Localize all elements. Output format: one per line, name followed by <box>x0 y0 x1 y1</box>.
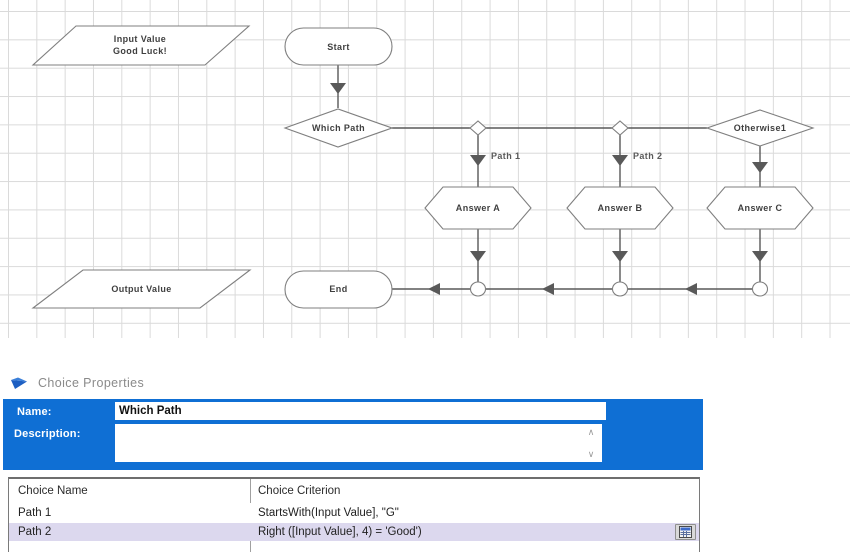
node-otherwise1[interactable] <box>705 109 815 147</box>
table-row-path1[interactable]: Path 1 StartsWith(Input Value], "G" <box>9 503 699 523</box>
choice-name-cell[interactable]: Path 2 <box>18 526 52 538</box>
table-row-path2-selected[interactable]: Path 2 Right ([Input Value], 4) = 'Good'… <box>9 523 699 541</box>
choice-properties-arrow-icon <box>11 377 27 389</box>
node-answer-c[interactable] <box>706 186 814 230</box>
arrowhead-left-icon <box>542 283 554 295</box>
arrowhead-left-icon <box>685 283 697 295</box>
name-input[interactable] <box>115 402 606 420</box>
description-label: Description: <box>14 428 81 440</box>
choice-criterion-cell[interactable]: Right ([Input Value], 4) = 'Good') <box>258 526 422 538</box>
name-label: Name: <box>17 406 52 418</box>
choice-name-cell[interactable]: Path 1 <box>18 507 52 519</box>
choice-properties-title: Choice Properties <box>38 376 145 390</box>
table-header-row: Choice Name Choice Criterion <box>9 479 699 503</box>
properties-form-panel: Name: Description: ∧ ∨ <box>3 399 703 470</box>
choice-properties-header: Choice Properties <box>10 374 144 392</box>
col-header-choice-criterion: Choice Criterion <box>258 485 341 497</box>
arrowhead-down-icon <box>612 251 628 262</box>
scroll-down-icon[interactable]: ∨ <box>587 449 595 459</box>
node-start[interactable] <box>284 27 393 66</box>
scroll-up-icon[interactable]: ∧ <box>587 427 595 437</box>
arrowhead-down-icon <box>330 83 346 94</box>
arrowhead-left-icon <box>428 283 440 295</box>
node-output-value[interactable] <box>31 269 252 309</box>
expression-editor-button[interactable] <box>675 524 696 540</box>
arrowhead-down-icon <box>752 162 768 173</box>
arrowhead-down-icon <box>612 155 628 166</box>
junction-circle-b[interactable] <box>611 281 629 297</box>
node-answer-a[interactable] <box>424 186 532 230</box>
flowchart-canvas[interactable]: Input Value Good Luck! Start Which Path … <box>0 0 850 338</box>
node-which-path[interactable] <box>283 108 394 148</box>
col-header-choice-name: Choice Name <box>18 485 88 497</box>
choice-table: Choice Name Choice Criterion Path 1 Star… <box>8 477 700 552</box>
junction-diamond-path1[interactable] <box>469 120 487 136</box>
junction-diamond-path2[interactable] <box>611 120 629 136</box>
node-answer-b[interactable] <box>566 186 674 230</box>
node-end[interactable] <box>284 270 393 309</box>
description-field[interactable]: ∧ ∨ <box>115 424 602 462</box>
calculator-icon <box>679 526 692 538</box>
junction-circle-c[interactable] <box>751 281 769 297</box>
junction-circle-a[interactable] <box>469 281 487 297</box>
choice-criterion-cell[interactable]: StartsWith(Input Value], "G" <box>258 507 399 519</box>
node-input-value[interactable] <box>31 25 251 66</box>
arrowhead-down-icon <box>470 251 486 262</box>
arrowhead-down-icon <box>752 251 768 262</box>
arrowhead-down-icon <box>470 155 486 166</box>
